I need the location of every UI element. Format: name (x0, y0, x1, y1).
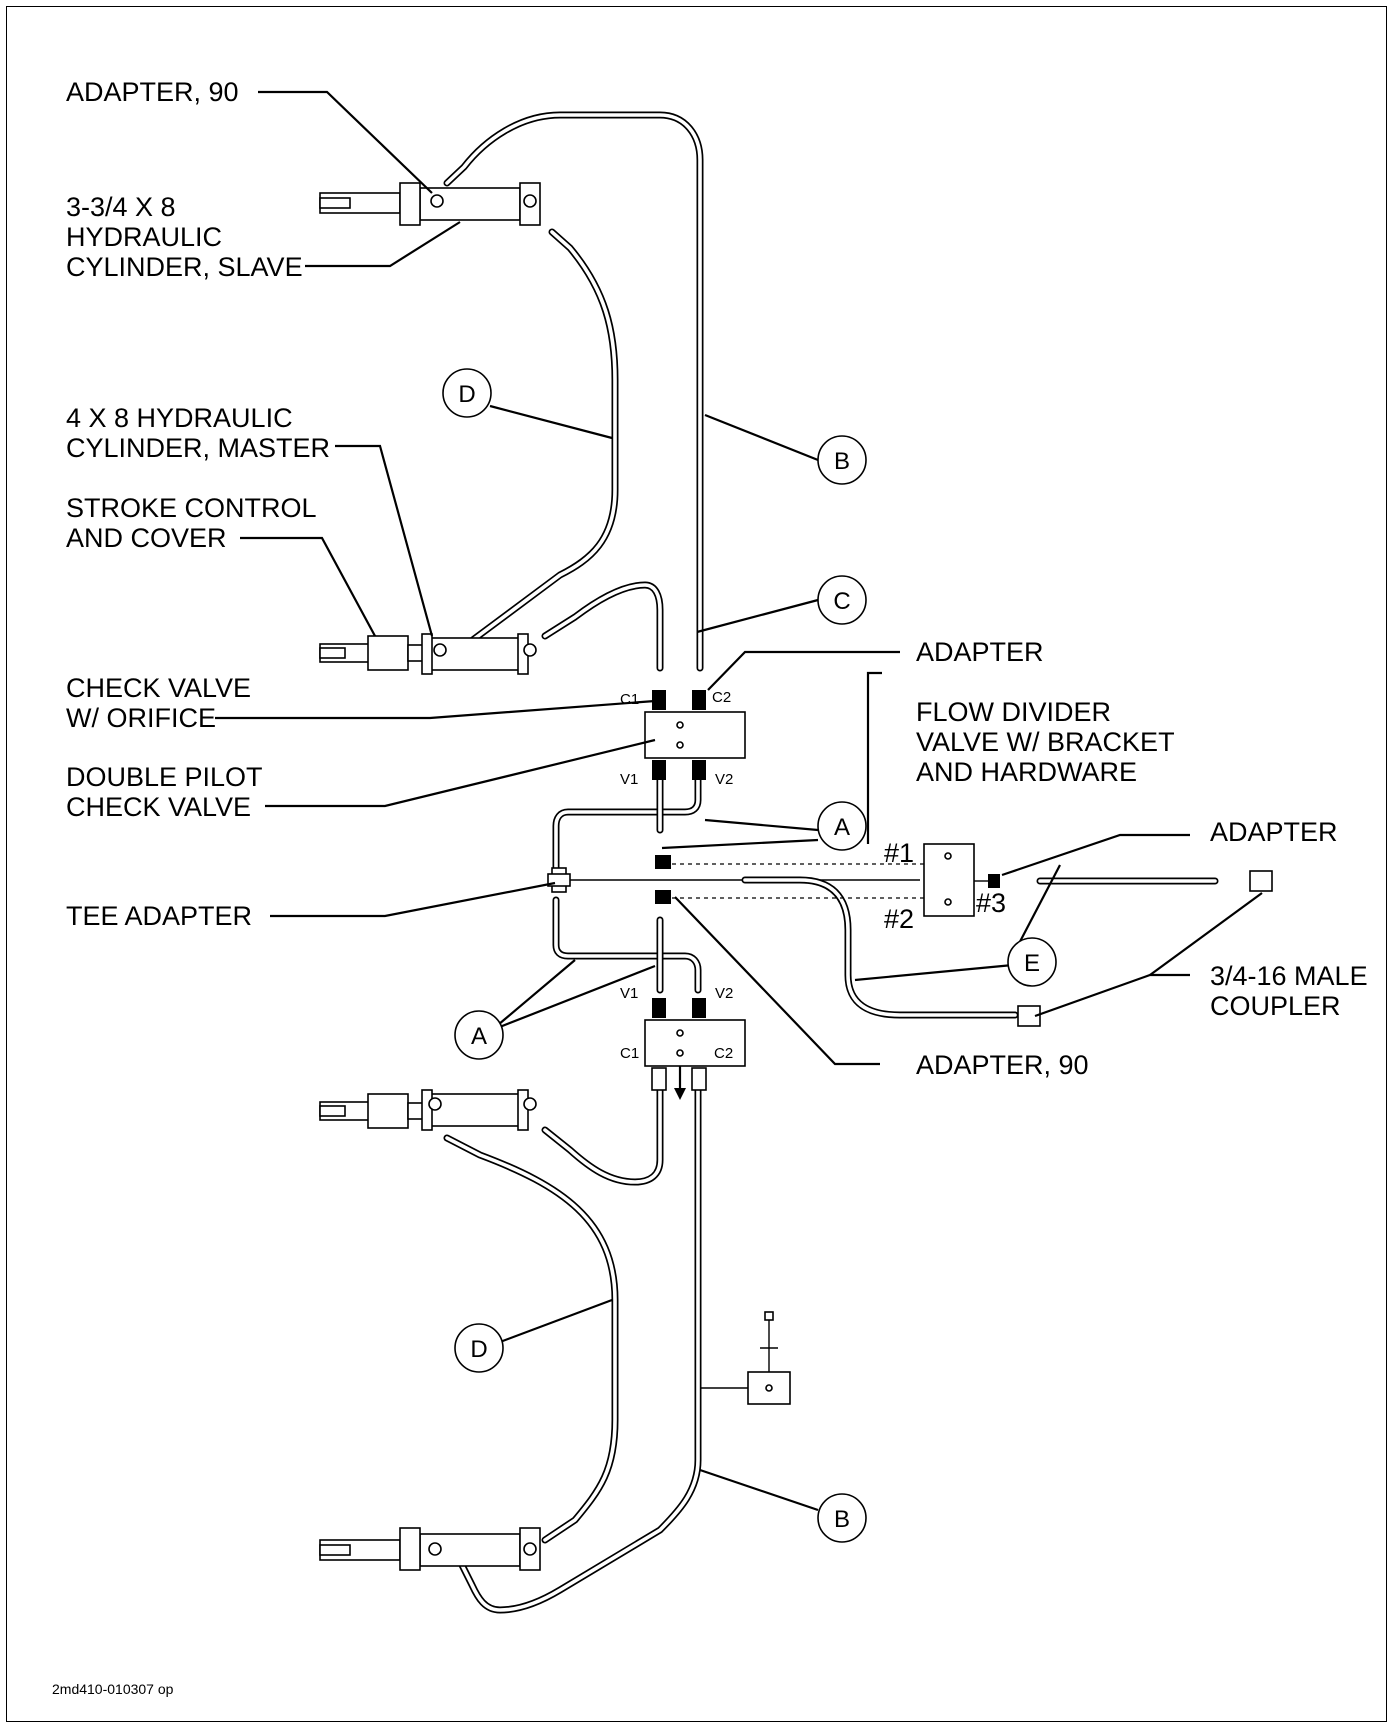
mounting-bracket (700, 1311, 791, 1405)
bubble-b-top: B (817, 435, 867, 485)
svg-text:E: E (1024, 950, 1040, 977)
bubble-d-top: D (442, 368, 492, 418)
bubble-a-bottom: A (454, 1010, 504, 1060)
label-adapter-top: ADAPTER (916, 637, 1044, 667)
port-c1-bottom: C1 (620, 1045, 639, 1062)
svg-text:D: D (470, 1336, 487, 1363)
label-adapter-right: ADAPTER (1210, 817, 1338, 847)
port-fd-3: #3 (976, 888, 1006, 918)
port-v2-top: V2 (715, 771, 733, 788)
label-flow-divider-3: AND HARDWARE (916, 757, 1137, 787)
label-slave-cylinder-2: HYDRAULIC (66, 222, 222, 252)
adapter-90-fittings (655, 855, 671, 904)
bubble-a-top: A (817, 801, 867, 851)
master-cylinder-bottom (319, 1089, 537, 1131)
drawing-id: 2md410-010307 op (52, 1681, 174, 1697)
double-pilot-check-valve-bottom (644, 998, 746, 1100)
couplers (1017, 870, 1273, 1027)
callout-bubbles: D B C A E A D B (442, 368, 1057, 1543)
label-coupler-2: COUPLER (1210, 991, 1341, 1021)
port-c2-top: C2 (712, 689, 731, 706)
tee-adapter (547, 867, 571, 893)
label-flow-divider-1: FLOW DIVIDER (916, 697, 1111, 727)
label-coupler-1: 3/4-16 MALE (1210, 961, 1368, 991)
flow-divider-valve (923, 843, 1000, 917)
label-adapter-90-bottom: ADAPTER, 90 (916, 1050, 1089, 1080)
port-fd-2: #2 (884, 904, 914, 934)
svg-text:A: A (834, 814, 850, 841)
label-stroke-control-1: STROKE CONTROL (66, 493, 317, 523)
label-master-cylinder-2: CYLINDER, MASTER (66, 433, 330, 463)
port-fd-1: #1 (884, 838, 914, 868)
hoses (436, 111, 1219, 1614)
label-slave-cylinder-1: 3-3/4 X 8 (66, 192, 176, 222)
svg-text:A: A (471, 1023, 487, 1050)
slave-cylinder-top (319, 182, 541, 226)
port-v1-top: V1 (620, 771, 638, 788)
leaders (215, 90, 1263, 1512)
svg-text:B: B (834, 1506, 850, 1533)
label-tee-adapter: TEE ADAPTER (66, 901, 252, 931)
label-adapter-90-top: ADAPTER, 90 (66, 77, 239, 107)
label-double-pilot-1: DOUBLE PILOT (66, 762, 263, 792)
port-v2-bottom: V2 (715, 985, 733, 1002)
master-cylinder-top (319, 633, 537, 675)
slave-cylinder-bottom (319, 1527, 541, 1571)
label-stroke-control-2: AND COVER (66, 523, 227, 553)
callout-labels: ADAPTER, 90 3-3/4 X 8 HYDRAULIC CYLINDER… (66, 77, 1368, 1080)
port-c1-top: C1 (620, 691, 639, 708)
label-slave-cylinder-3: CYLINDER, SLAVE (66, 252, 303, 282)
svg-text:C: C (833, 588, 850, 615)
port-c2-bottom: C2 (714, 1045, 733, 1062)
port-labels: C1 C2 V1 V2 V1 V2 C1 C2 #1 #2 #3 (620, 689, 1006, 1062)
bubble-d-bottom: D (454, 1323, 504, 1373)
label-double-pilot-2: CHECK VALVE (66, 792, 251, 822)
double-pilot-check-valve-top (644, 690, 746, 780)
bubble-c: C (817, 575, 867, 625)
label-flow-divider-2: VALVE W/ BRACKET (916, 727, 1175, 757)
port-v1-bottom: V1 (620, 985, 638, 1002)
drawing-frame (6, 6, 1387, 1722)
svg-text:D: D (458, 381, 475, 408)
label-check-valve-1: CHECK VALVE (66, 673, 251, 703)
svg-text:B: B (834, 448, 850, 475)
label-check-valve-2: W/ ORIFICE (66, 703, 216, 733)
bubble-b-bottom: B (817, 1493, 867, 1543)
label-master-cylinder-1: 4 X 8 HYDRAULIC (66, 403, 293, 433)
bubble-e: E (1007, 937, 1057, 987)
